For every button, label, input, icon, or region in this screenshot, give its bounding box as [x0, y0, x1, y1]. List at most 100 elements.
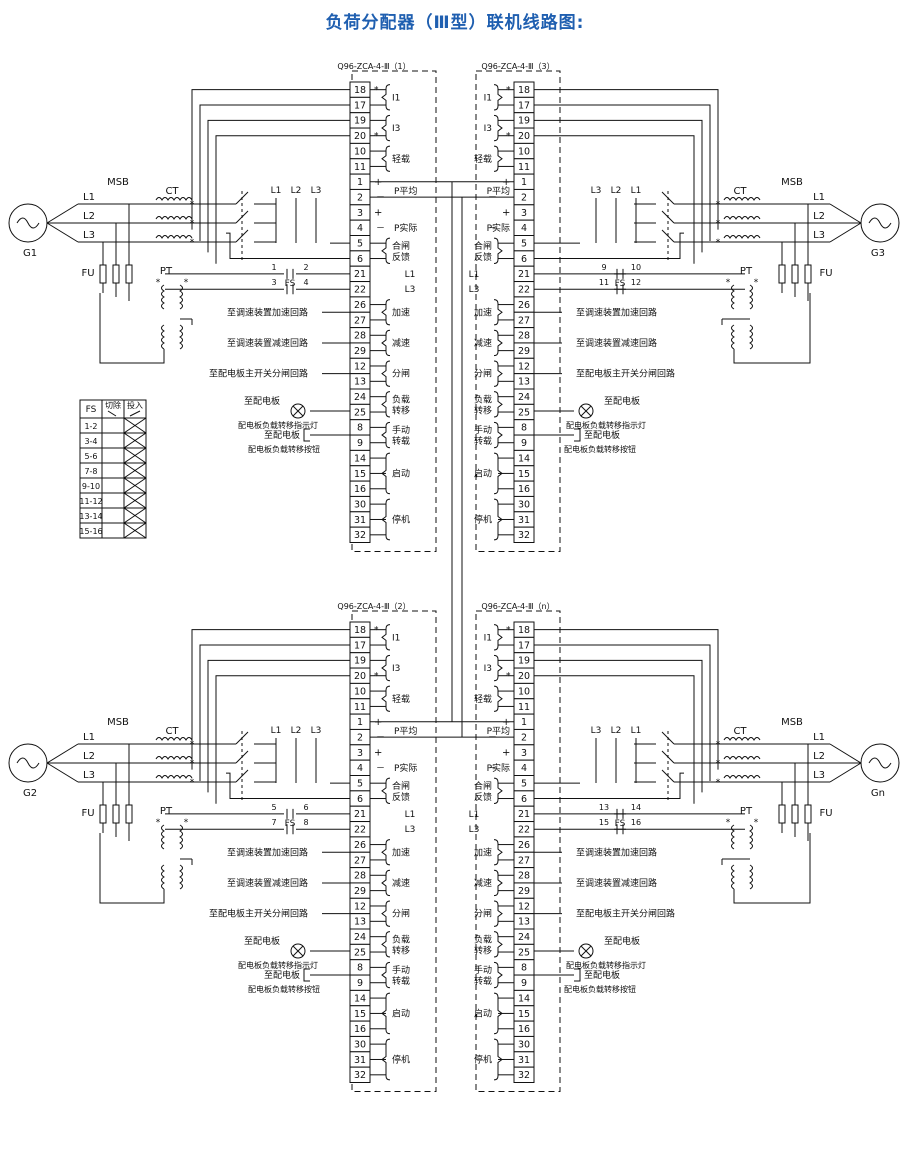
fs-contact-number: 2: [303, 263, 308, 272]
phase-label: L1: [405, 270, 416, 280]
wire: [534, 135, 695, 264]
terminal-number: 27: [354, 315, 366, 326]
plus-sign: +: [502, 747, 510, 758]
terminal-number: 29: [354, 346, 366, 357]
terminal-group-label: 反馈: [474, 251, 492, 263]
panel-label: 至配电板: [604, 395, 640, 407]
fs-table-row: 3-4: [84, 437, 97, 446]
polarity-mark: *: [716, 219, 721, 229]
module-enclosure: [475, 70, 561, 552]
terminal-number: 8: [521, 963, 527, 974]
ct-label: CT: [733, 726, 747, 737]
wire: [123, 507, 147, 524]
fuse-icon: [99, 804, 107, 824]
terminal-group-label: 负载: [392, 393, 410, 405]
terminal-group-label: 合闸: [392, 240, 410, 252]
fuse-icon: [778, 804, 786, 824]
fuse-icon: [791, 804, 799, 824]
fs-contact-number: 4: [303, 278, 308, 287]
phase-label: L1: [83, 192, 95, 203]
fs-contact-number: 5: [271, 803, 276, 812]
pt-coil: [161, 864, 165, 890]
brace: [381, 237, 391, 265]
wire: [46, 222, 79, 243]
ct-coil: [723, 756, 761, 760]
minus-sign: －: [376, 224, 385, 234]
terminal-number: 14: [518, 993, 530, 1004]
terminal-number: 25: [354, 407, 366, 418]
button-caption: 配电板负载转移按钮: [564, 444, 636, 454]
brace: [493, 237, 503, 265]
wire: [123, 522, 147, 539]
terminal-group-label: 反馈: [392, 791, 410, 803]
terminal-group-label: 分闸: [474, 909, 492, 920]
fs-table-row: 15-16: [79, 527, 102, 536]
wire: [574, 968, 581, 982]
pt-coil: [749, 324, 753, 350]
phase-label: L3: [469, 285, 480, 295]
pt-label: PT: [160, 806, 173, 817]
button-caption: 配电板负载转移按钮: [564, 984, 636, 994]
wire: [123, 417, 147, 434]
brace: [381, 145, 391, 172]
wire: [123, 477, 147, 494]
wire: [99, 293, 165, 364]
wire: [303, 968, 310, 982]
terminal-number: 10: [518, 146, 530, 157]
terminal-group-label: 停机: [474, 1053, 492, 1065]
brace: [381, 391, 391, 418]
lamp-caption: 配电板负载转移指示灯: [566, 420, 646, 430]
pt-coil: [179, 864, 183, 890]
wire: [580, 945, 592, 957]
minus-sign: －: [488, 193, 497, 203]
terminal-number: 28: [518, 331, 530, 342]
brace: [493, 839, 503, 866]
terminal-group-label: 停机: [392, 1053, 410, 1065]
terminal-group-label: 轻载: [474, 153, 492, 165]
terminal-number: 20: [354, 131, 366, 142]
pt-coil: [731, 864, 735, 890]
ct-coil: [155, 235, 193, 239]
terminal-number: 3: [521, 208, 527, 219]
panel-label: 至配电板: [264, 429, 300, 441]
bus-label: L1: [631, 726, 642, 736]
brace: [493, 961, 503, 989]
fuse-icon: [99, 264, 107, 284]
fuse-icon: [804, 264, 812, 284]
sine-wave: [868, 217, 892, 229]
terminal-number: 26: [354, 840, 366, 851]
terminal-number: 18: [354, 625, 366, 636]
terminal-group-label: 轻载: [392, 153, 410, 165]
terminal-number: 20: [518, 671, 530, 682]
wire: [534, 659, 703, 793]
terminal-number: 29: [518, 346, 530, 357]
wire: [534, 232, 684, 260]
fs-table-row: 7-8: [84, 467, 97, 476]
terminal-number: 17: [354, 640, 366, 651]
wire: [46, 762, 79, 783]
terminal-number: 5: [521, 239, 527, 250]
terminal-group-label: I3: [484, 124, 492, 134]
fs-contact-number: 13: [599, 803, 609, 812]
fs-contact-number: 6: [303, 803, 308, 812]
brace: [493, 391, 503, 418]
generator-label: Gn: [871, 788, 885, 799]
ct-coil: [155, 775, 193, 779]
brace: [381, 329, 391, 357]
terminal-group-label: 停机: [392, 513, 410, 525]
brace: [381, 299, 391, 326]
wire: [292, 405, 304, 417]
fs-label: FS: [615, 279, 626, 289]
brace: [381, 931, 391, 958]
brace: [381, 685, 391, 712]
polarity-mark: *: [506, 626, 511, 636]
wire: [46, 743, 79, 764]
polarity-mark: *: [190, 200, 195, 210]
ct-label: CT: [165, 726, 179, 737]
button-caption: 配电板负载转移按钮: [248, 444, 320, 454]
phase-label: L2: [83, 211, 95, 222]
ct-coil: [155, 197, 193, 201]
pt-coil: [179, 824, 183, 850]
terminal-group-label: 手动: [392, 424, 410, 436]
terminal-group-label: 减速: [474, 337, 492, 349]
